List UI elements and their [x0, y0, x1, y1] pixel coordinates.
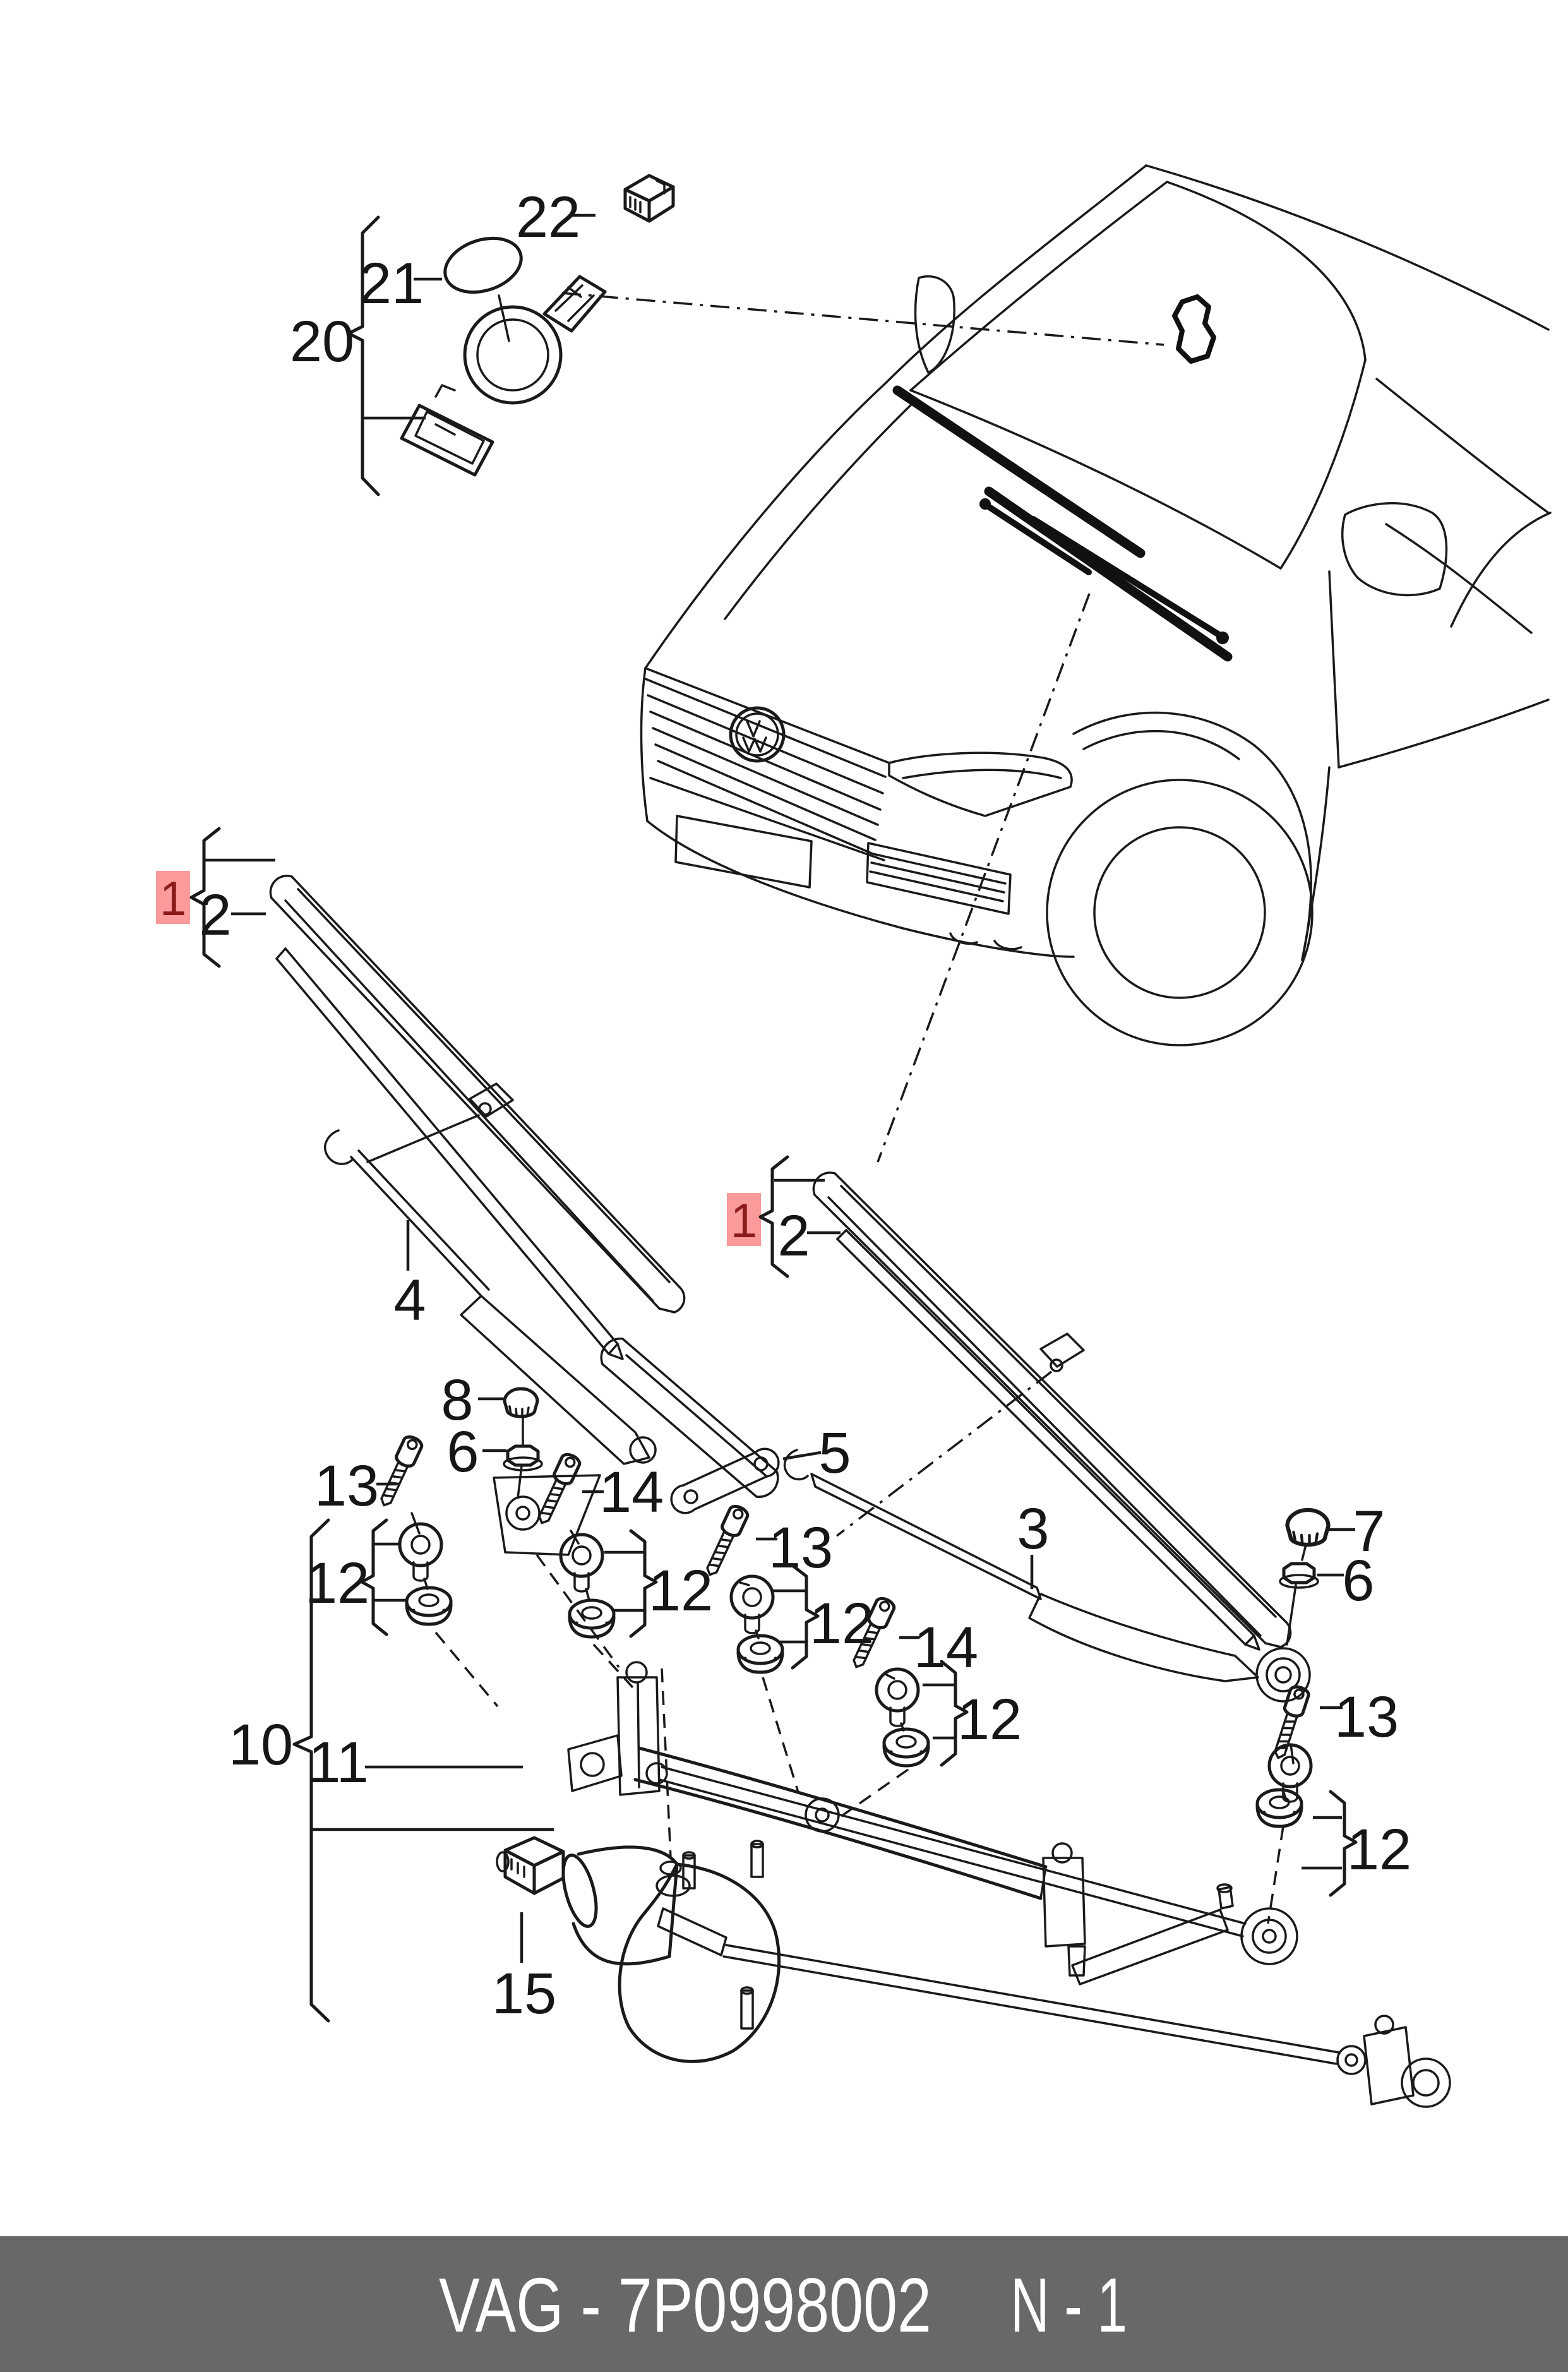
part-label-14-left: 14: [599, 1460, 664, 1524]
wipers-on-car: [892, 385, 1233, 662]
highlight-box-1-right[interactable]: [727, 1193, 761, 1246]
grommet-12-mid2: [884, 1729, 928, 1766]
gasket-location-on-glass: [1172, 294, 1216, 364]
part-label-12-mid1: 12: [810, 1591, 874, 1656]
part-label-12-mid2: 12: [957, 1687, 1022, 1752]
fastener-cluster-right: 13 12: [1257, 1685, 1411, 1924]
part-label-5: 5: [818, 1421, 851, 1485]
washer-12-left: [400, 1524, 441, 1581]
part-label-3: 3: [1017, 1497, 1049, 1561]
highlight-box-1-left[interactable]: [156, 871, 190, 924]
screw-13-mid: [701, 1504, 750, 1579]
sensor-gasket-drawing: [443, 236, 523, 342]
fastener-cluster-middle: 13 12 14 12: [701, 1504, 1022, 1818]
motor-connector-drawing: [496, 1836, 565, 1895]
footer-bar: VAG - 7P0998002 N - 1: [0, 2236, 1568, 2372]
footer-page-code: N - 1: [1010, 2262, 1127, 2348]
bracket-10: [292, 1518, 330, 2023]
left-blade-group: 1 2: [156, 827, 686, 1360]
vw-badge-icon: [729, 706, 786, 763]
screw-14-left: [533, 1452, 582, 1527]
washer-12-mid: [731, 1576, 773, 1633]
footer-background: [0, 2236, 1568, 2372]
part-label-2-left: 2: [199, 883, 231, 947]
rain-sensor-drawing: [400, 275, 607, 477]
part-label-13-left: 13: [314, 1454, 379, 1518]
part-label-14-mid: 14: [914, 1615, 978, 1680]
right-blade-group: 1 2: [727, 1155, 1292, 1651]
fastener-cluster-left: 13 12 14 12: [305, 1434, 713, 1708]
linkage-group: 15 10 11: [229, 1447, 1451, 2108]
left-arm-group: 4 5 8 6: [324, 1129, 851, 1668]
wiper-motor-drawing: [561, 1840, 781, 2063]
part-label-8: 8: [441, 1368, 473, 1432]
right-arm-group: 3 7 6: [783, 1449, 1385, 1703]
rain-sensor-group: 20 21 22: [290, 174, 1164, 496]
grommet-12-mid: [738, 1636, 782, 1672]
screw-13-left: [375, 1434, 424, 1509]
part-label-10: 10: [229, 1713, 293, 1777]
washer-12-left2: [561, 1535, 602, 1591]
part-label-12-left: 12: [305, 1551, 369, 1615]
bracket-20: [347, 215, 380, 496]
part-label-6-left: 6: [446, 1420, 479, 1484]
part-label-13-mid: 13: [769, 1516, 833, 1580]
part-label-13-right: 13: [1334, 1685, 1399, 1749]
part-label-2-right: 2: [777, 1204, 810, 1268]
sensor-connector-drawing: [623, 174, 675, 223]
part-label-15: 15: [492, 1962, 556, 2026]
footer-catalog-code: VAG - 7P0998002: [439, 2262, 931, 2348]
nut-6-right-drawing: [1279, 1562, 1319, 1589]
part-label-12-right: 12: [1347, 1818, 1411, 1882]
grommet-12-right: [1257, 1790, 1302, 1826]
part-label-21: 21: [359, 251, 424, 316]
part-label-22: 22: [516, 185, 580, 249]
washer-12-mid2: [877, 1669, 918, 1726]
cap-8-drawing: [503, 1387, 539, 1418]
part-label-4: 4: [393, 1268, 426, 1333]
cap-7-drawing: [1285, 1507, 1331, 1547]
part-label-1-right[interactable]: 1: [731, 1194, 757, 1248]
part-label-7: 7: [1353, 1499, 1385, 1564]
part-label-12-left2: 12: [649, 1559, 713, 1623]
part-label-11: 11: [308, 1730, 369, 1795]
nut-6-left-drawing: [503, 1444, 543, 1471]
grommet-12-left: [407, 1588, 451, 1624]
car-illustration: [640, 164, 1552, 1163]
part-label-6-right: 6: [1342, 1548, 1374, 1613]
part-label-1-left[interactable]: 1: [160, 872, 186, 926]
part-label-20: 20: [290, 309, 354, 374]
